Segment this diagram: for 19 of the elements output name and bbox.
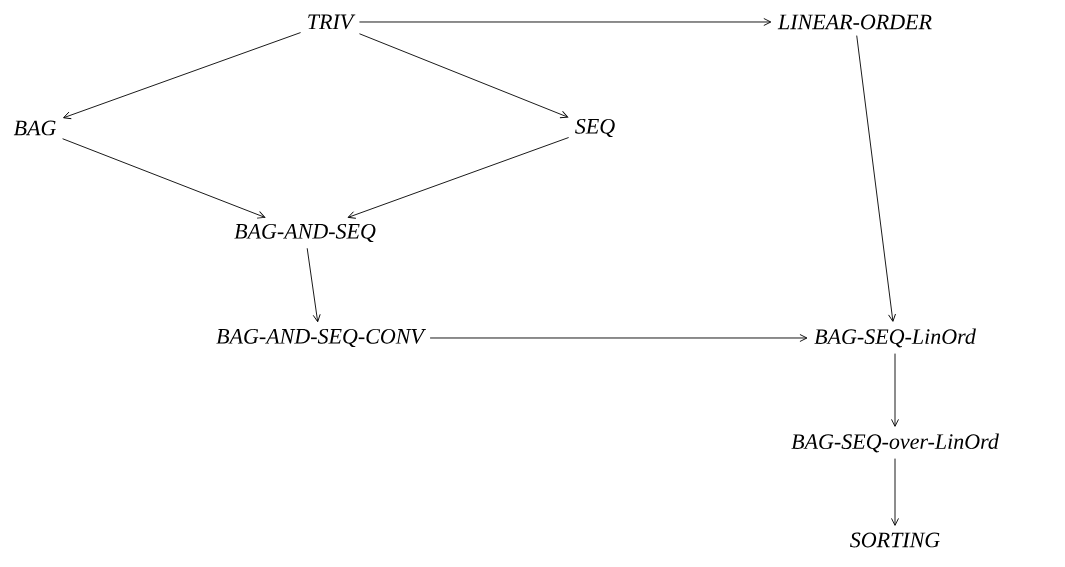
node-label: LINEAR-ORDER xyxy=(777,14,932,30)
node-label: SEQ xyxy=(575,118,615,138)
node-label: BAG-SEQ-over-LinOrd xyxy=(791,433,999,453)
node-label: SORTING xyxy=(850,532,940,548)
arrow xyxy=(891,353,899,427)
node-label: BAG-SEQ-LinOrd xyxy=(814,328,976,348)
arrow xyxy=(429,334,808,342)
arrow xyxy=(62,138,266,219)
node-label: BAG xyxy=(13,120,56,136)
arrow xyxy=(891,458,899,526)
arrow xyxy=(306,247,321,323)
arrow xyxy=(347,137,570,219)
arrow xyxy=(359,33,569,119)
node-label: TRIV xyxy=(308,14,356,30)
node-label: BAG-AND-SEQ xyxy=(234,223,376,243)
arrow xyxy=(63,32,302,120)
node-label: BAG-AND-SEQ-CONV xyxy=(216,328,426,348)
arrow xyxy=(359,18,772,26)
arrow xyxy=(856,35,896,322)
